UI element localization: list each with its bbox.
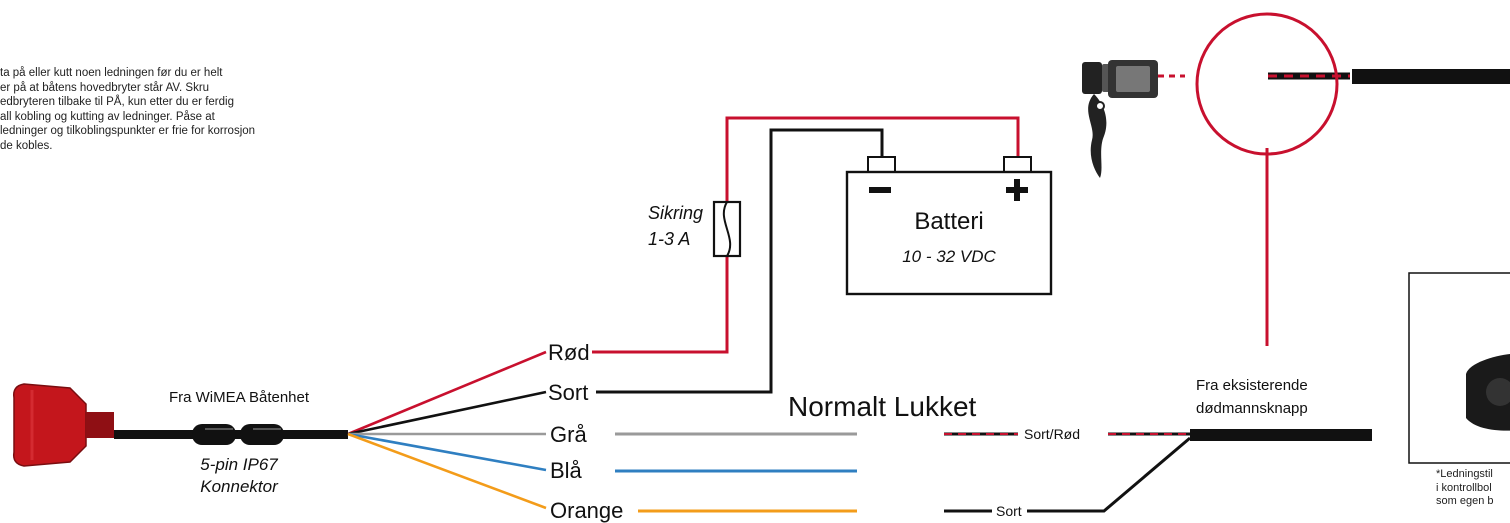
connector-type-line2: Konnektor [200,477,279,496]
deadman-wire-sort-bend [1027,436,1191,513]
connector-plug [12,383,114,467]
wire-label-red: Rød [548,340,590,365]
battery-voltage: 10 - 32 VDC [902,247,996,266]
inset-box [1408,272,1510,464]
battery-negative-icon [869,187,891,193]
deadman-wire-sort-rod-label: Sort/Rød [1024,426,1080,442]
warning-note: ta på eller kutt noen ledningen før du e… [0,66,380,153]
wire-red [347,350,547,436]
connector-source-label: Fra WiMEA Båtenhet [169,389,310,406]
connector-type-line1: 5-pin IP67 [200,455,278,474]
magnifier-circle [1195,12,1339,156]
wire-label-grey: Grå [550,422,587,447]
warning-note-line: ta på eller kutt noen ledningen før du e… [0,67,223,79]
fuse-rating: 1-3 A [648,229,690,249]
inset-caption-line: som egen b [1436,495,1494,507]
battery-positive-icon [1006,179,1028,201]
warning-note-line: de kobles. [0,139,53,152]
deadman-cable [1190,429,1372,441]
wire-black [347,390,547,436]
wire-orange [347,432,547,510]
deadman-title-line2: dødmannsknapp [1196,400,1308,417]
warning-note-line: all kobling og kutting av ledninger. Pås… [0,110,215,123]
inset-caption: *Ledningstil i kontrollbol som egen b [1436,468,1510,509]
inline-connector [192,424,284,445]
fuse-label: Sikring [648,203,703,223]
warning-note-line: er på at båtens hovedbryter står AV. Skr… [0,81,210,94]
kill-switch-icon [1082,60,1158,178]
warning-note-line: ledninger og tilkoblingspunkter er frie … [0,125,256,137]
wire-label-blue: Blå [550,458,583,483]
battery-red-wire [592,116,1020,354]
wire-blue [347,432,547,472]
magnified-cable [1352,69,1510,84]
battery-black-wire [596,128,884,394]
inset-caption-line: *Ledningstil [1436,468,1493,480]
wire-fanout [347,350,547,510]
battery-label: Batteri [914,208,983,235]
battery [845,156,1053,296]
wire-label-orange: Orange [550,498,623,523]
deadman-wire-sort-label: Sort [996,503,1022,519]
wire-label-black: Sort [548,380,588,405]
warning-note-line: edbryteren tilbake til PÅ, kun etter du … [0,96,234,108]
inset-caption-line: i kontrollbol [1436,481,1492,494]
fuse-symbol [712,200,742,258]
deadman-title-line1: Fra eksisterende [1196,377,1308,394]
switch-state-label: Normalt Lukket [788,391,977,422]
